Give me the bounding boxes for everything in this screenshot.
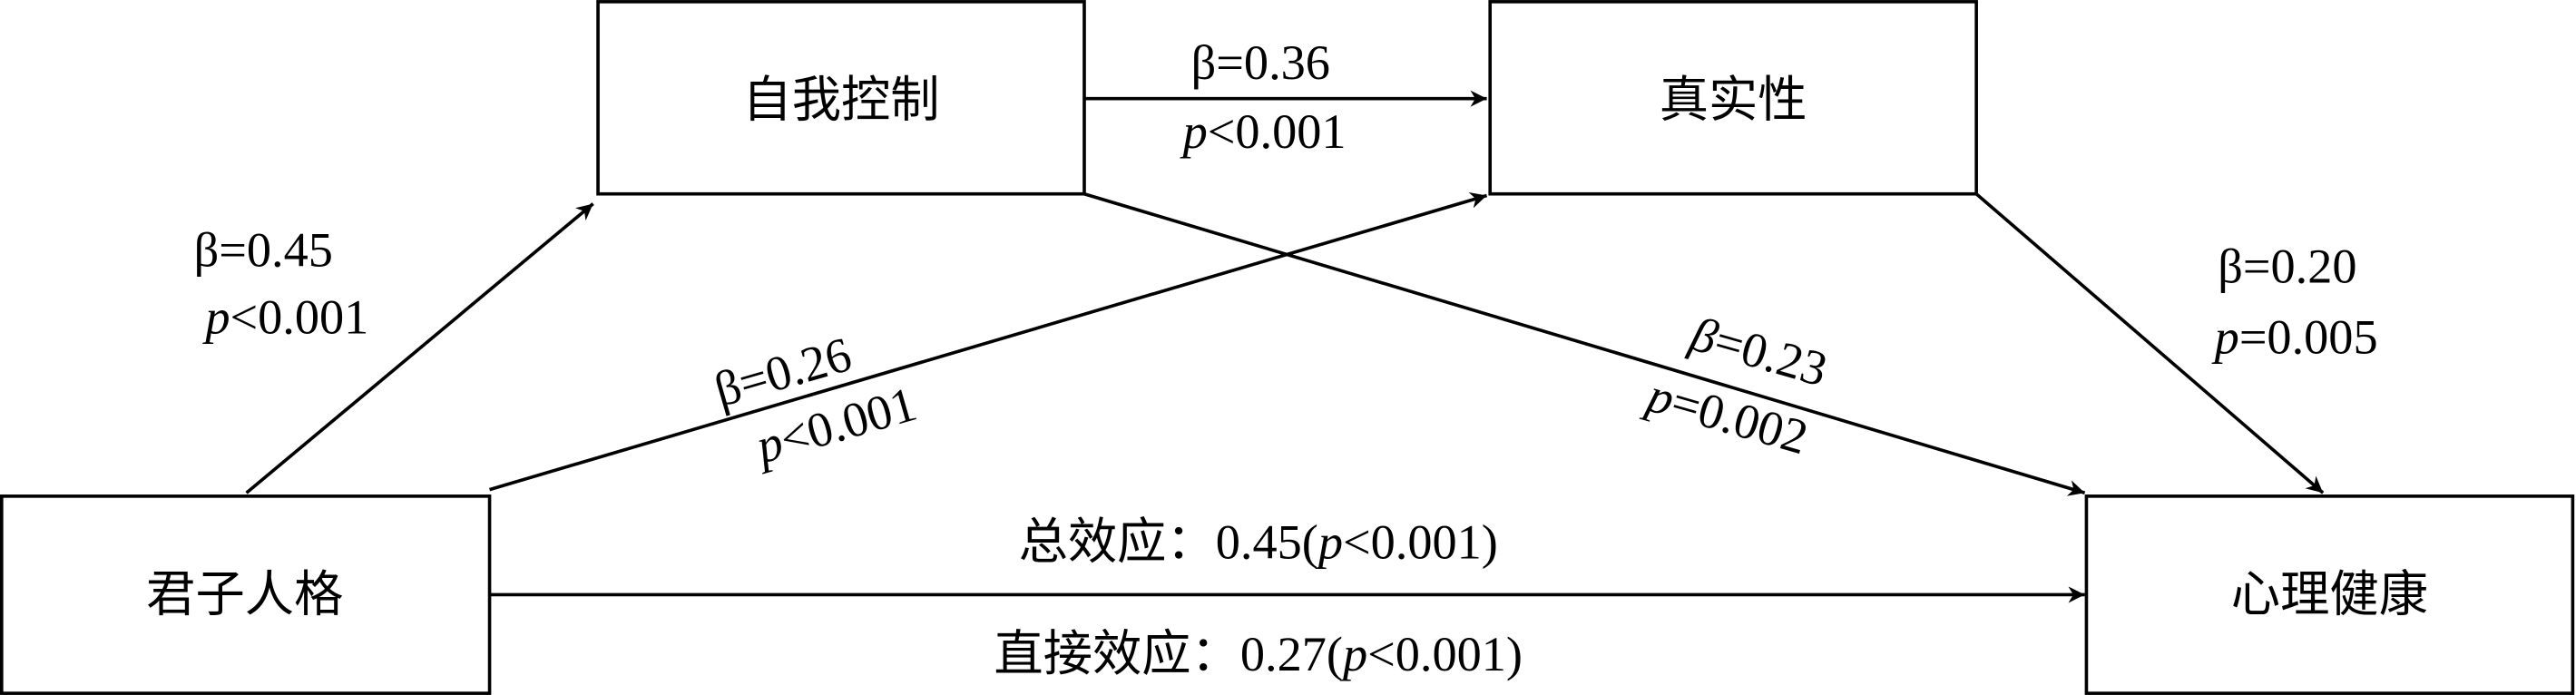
beta-value: β=0.36 xyxy=(1191,35,1330,90)
label-junzi-to-self-control: β=0.45 p<0.001 xyxy=(194,222,369,344)
arrow-self-control-to-mental-health xyxy=(1083,191,2086,496)
node-self-control: 自我控制 xyxy=(596,0,1086,196)
label-authenticity-to-mental-health: β=0.20 p=0.005 xyxy=(2211,239,2378,364)
arrow-junzi-to-authenticity xyxy=(489,191,1488,492)
node-label: 心理健康 xyxy=(2231,568,2428,622)
label-self-control-to-mental-health: β=0.23 p=0.002 xyxy=(1639,306,1834,465)
node-label: 真实性 xyxy=(1660,73,1807,128)
node-junzi-personality: 君子人格 xyxy=(0,494,492,695)
total-effect-label: 总效应：0.45(p<0.001) xyxy=(1019,515,1498,570)
node-authenticity: 真实性 xyxy=(1488,0,1978,196)
p-value: p<0.001 xyxy=(201,290,368,345)
label-junzi-to-authenticity: β=0.26 p<0.001 xyxy=(709,327,923,475)
beta-value: β=0.20 xyxy=(2218,239,2356,293)
node-label: 君子人格 xyxy=(146,568,343,622)
p-value: p<0.001 xyxy=(1180,104,1347,159)
label-self-control-to-authenticity: β=0.36 p<0.001 xyxy=(1180,35,1347,159)
arrow-authenticity-to-mental-health xyxy=(1974,192,2325,494)
arrow-junzi-to-self-control xyxy=(245,202,594,494)
direct-effect-label: 直接效应：0.27(p<0.001) xyxy=(994,627,1523,681)
node-label: 自我控制 xyxy=(742,73,939,128)
beta-value: β=0.45 xyxy=(194,222,333,277)
node-mental-health: 心理健康 xyxy=(2084,494,2575,695)
p-value: p=0.005 xyxy=(2211,309,2378,364)
